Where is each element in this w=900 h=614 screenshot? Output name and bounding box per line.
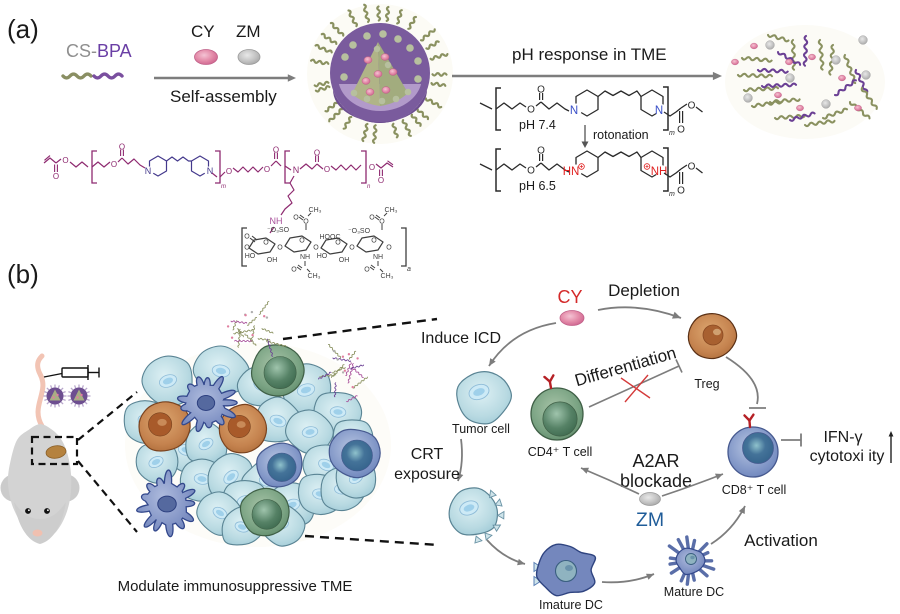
svg-text:O: O <box>688 162 696 173</box>
svg-text:O: O <box>273 145 279 154</box>
svg-text:CH₃: CH₃ <box>309 207 322 214</box>
svg-text:O: O <box>349 245 355 252</box>
svg-text:O: O <box>111 160 117 169</box>
svg-text:O: O <box>378 176 384 185</box>
svg-text:m: m <box>669 130 675 137</box>
svg-text:ZM: ZM <box>636 509 664 531</box>
svg-text:NH: NH <box>300 254 310 261</box>
svg-text:HO: HO <box>317 253 328 260</box>
svg-text:O: O <box>303 219 309 226</box>
svg-text:Tumor cell: Tumor cell <box>452 422 510 436</box>
svg-text:O: O <box>537 146 545 157</box>
svg-text:blockade: blockade <box>620 471 692 491</box>
svg-text:CRT: CRT <box>411 446 444 463</box>
svg-text:pH 7.4: pH 7.4 <box>519 118 556 132</box>
svg-text:N: N <box>145 166 152 176</box>
svg-text:O: O <box>314 148 320 157</box>
svg-text:CY: CY <box>191 22 215 41</box>
svg-text:⁻O₃SO: ⁻O₃SO <box>267 227 290 234</box>
svg-text:O: O <box>291 267 297 274</box>
svg-text:O: O <box>244 234 250 241</box>
svg-text:Imature DC: Imature DC <box>539 598 603 612</box>
svg-text:NH: NH <box>373 254 383 261</box>
svg-text:O: O <box>527 166 535 177</box>
svg-text:O: O <box>244 245 250 252</box>
svg-text:O: O <box>369 163 375 172</box>
svg-text:O: O <box>369 215 375 222</box>
svg-text:Depletion: Depletion <box>608 281 680 300</box>
svg-text:Activation: Activation <box>744 531 818 550</box>
svg-text:Self-assembly: Self-assembly <box>170 87 277 106</box>
svg-text:n: n <box>367 184 371 190</box>
svg-text:N: N <box>655 105 663 117</box>
svg-text:OH: OH <box>339 257 350 264</box>
svg-text:O: O <box>527 105 535 116</box>
svg-text:m: m <box>221 184 226 190</box>
svg-text:ZM: ZM <box>236 22 261 41</box>
svg-text:rotonation: rotonation <box>593 128 649 142</box>
svg-text:CD8⁺ T cell: CD8⁺ T cell <box>722 483 787 497</box>
svg-text:Induce ICD: Induce ICD <box>421 330 501 347</box>
svg-text:CH₃: CH₃ <box>385 207 398 214</box>
svg-text:O: O <box>226 167 232 176</box>
svg-text:cytotoxi ity: cytotoxi ity <box>810 448 885 465</box>
svg-text:(b): (b) <box>7 259 39 289</box>
svg-text:a: a <box>407 266 411 273</box>
svg-text:O: O <box>371 238 377 245</box>
svg-text:O: O <box>62 156 68 165</box>
svg-text:pH 6.5: pH 6.5 <box>519 179 556 193</box>
svg-text:Mature DC: Mature DC <box>664 585 724 599</box>
svg-text:pH response in TME: pH response in TME <box>512 45 667 64</box>
svg-text:NH: NH <box>651 166 668 178</box>
svg-text:A2AR: A2AR <box>632 451 679 471</box>
svg-text:O: O <box>263 240 269 247</box>
svg-text:Modulate immunosuppressive TME: Modulate immunosuppressive TME <box>118 578 353 595</box>
svg-text:O: O <box>379 219 385 226</box>
svg-text:O: O <box>688 101 696 112</box>
svg-text:O: O <box>677 125 685 136</box>
svg-text:CY: CY <box>557 287 582 307</box>
svg-text:O: O <box>277 245 283 252</box>
svg-text:O: O <box>335 240 341 247</box>
svg-text:HN: HN <box>563 166 580 178</box>
svg-text:O: O <box>677 186 685 197</box>
svg-text:IFN-γ: IFN-γ <box>823 429 862 446</box>
svg-text:O: O <box>264 165 270 174</box>
svg-text:CH₃: CH₃ <box>381 273 394 280</box>
svg-text:N: N <box>207 166 214 176</box>
svg-text:exposure: exposure <box>394 466 460 483</box>
svg-text:⁻O₃SO: ⁻O₃SO <box>348 228 371 235</box>
svg-text:O: O <box>313 245 319 252</box>
svg-text:CD4⁺ T cell: CD4⁺ T cell <box>528 445 593 459</box>
svg-text:OH: OH <box>267 257 278 264</box>
svg-text:CH₃: CH₃ <box>308 273 321 280</box>
svg-text:O: O <box>53 172 59 181</box>
svg-text:O: O <box>364 267 370 274</box>
svg-text:Treg: Treg <box>694 377 719 391</box>
svg-text:O: O <box>293 215 299 222</box>
svg-text:N: N <box>293 165 300 175</box>
svg-text:m: m <box>669 191 675 198</box>
svg-text:N: N <box>570 105 578 117</box>
svg-text:(a): (a) <box>7 14 39 44</box>
svg-text:NH: NH <box>270 216 283 226</box>
svg-text:CS-BPA: CS-BPA <box>66 41 132 61</box>
svg-text:HO: HO <box>245 253 256 260</box>
svg-text:HOOC: HOOC <box>320 234 341 241</box>
svg-text:O: O <box>386 245 392 252</box>
svg-text:O: O <box>299 238 305 245</box>
svg-text:O: O <box>537 85 545 96</box>
svg-text:O: O <box>324 165 330 174</box>
svg-text:O: O <box>119 142 125 151</box>
